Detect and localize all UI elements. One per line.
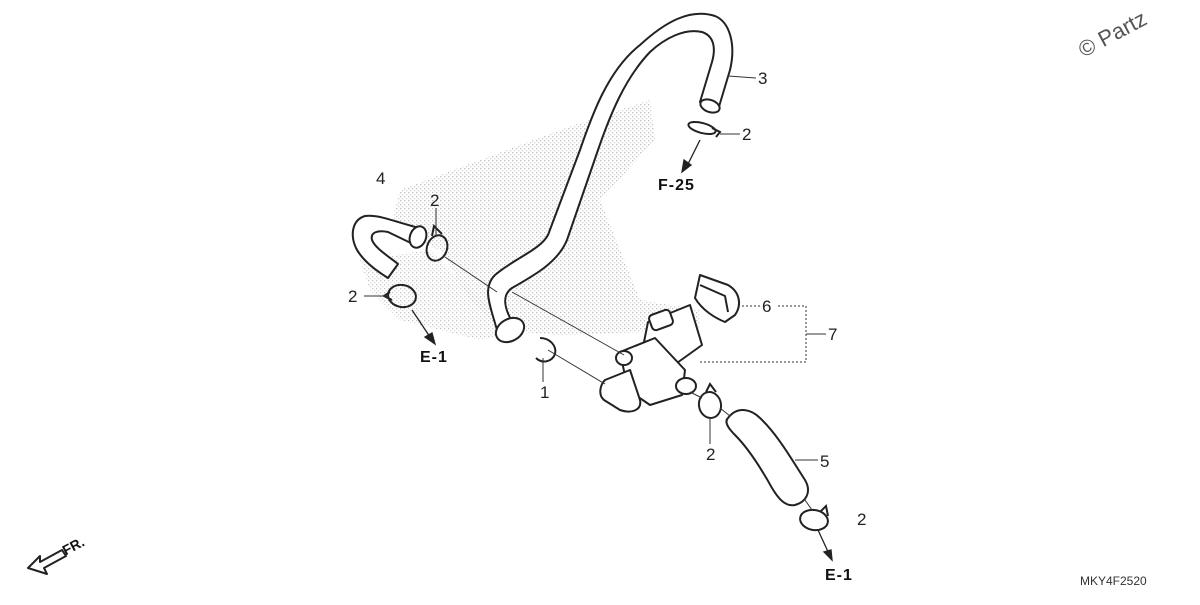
callout-1: 1 (540, 383, 550, 402)
callout-7: 7 (828, 325, 838, 344)
hose-part-4 (351, 214, 428, 279)
reference-arrows (411, 139, 833, 562)
front-arrow-icon (27, 549, 67, 575)
callout-2-mid: 2 (706, 445, 716, 464)
leader-lines (364, 75, 826, 461)
reference-f-25: F-25 (658, 177, 695, 194)
callout-2-bottom: 2 (857, 510, 867, 529)
circlip-part-1 (535, 337, 557, 363)
clamp-part-2-mid (697, 382, 723, 419)
hose-part-5 (725, 409, 809, 507)
clamp-part-2-bottom (799, 503, 829, 532)
callout-4: 4 (376, 169, 386, 188)
callout-2-top: 2 (742, 125, 752, 144)
callout-2-left-lower: 2 (348, 287, 358, 306)
hose-part-3 (487, 12, 734, 344)
callout-3: 3 (758, 69, 768, 88)
clamp-part-2-left-upper (425, 223, 449, 262)
clamp-part-2-top (687, 120, 722, 138)
reference-e-1-left: E-1 (420, 349, 448, 366)
reference-e-1-bottom: E-1 (825, 567, 853, 584)
cover-part-6 (694, 274, 741, 323)
diagram-code: MKY4F2520 (1080, 574, 1147, 588)
guide-lines (444, 256, 813, 511)
callout-6: 6 (762, 297, 772, 316)
callout-5: 5 (820, 452, 830, 471)
valve-part-7 (599, 304, 703, 413)
callout-2-left-upper: 2 (430, 191, 440, 210)
frame-stipple (360, 100, 700, 340)
